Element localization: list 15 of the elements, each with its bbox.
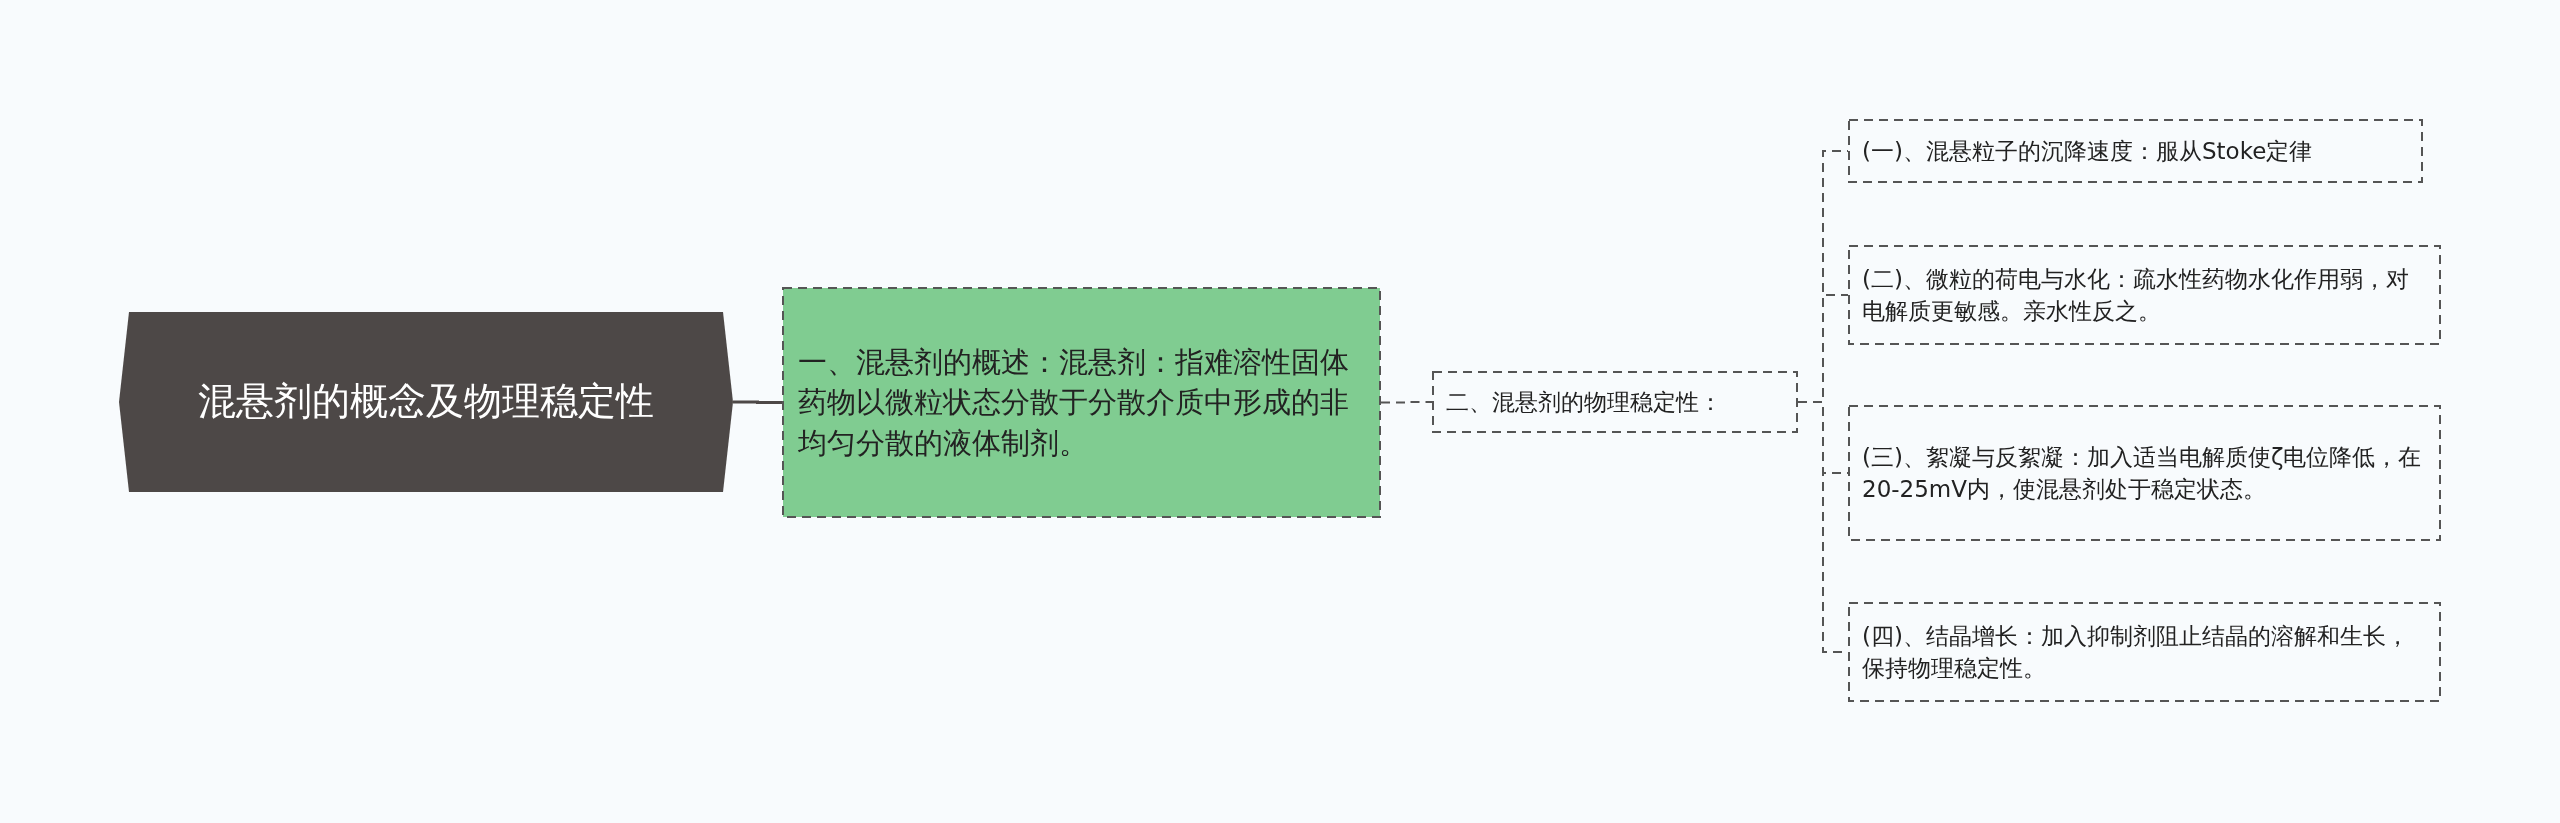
topic-text: (三)、絮凝与反絮凝：加入适当电解质使ζ电位降低，在20-25mV内，使混悬剂处于稳定状态。	[1862, 442, 2423, 504]
topic-text: (二)、微粒的荷电与水化：疏水性药物水化作用弱，对电解质更敏感。亲水性反之。	[1862, 264, 2410, 326]
topic-text: 二、混悬剂的物理稳定性：	[1446, 387, 1722, 417]
topic-box	[1848, 405, 2441, 541]
topic-box	[782, 287, 1381, 518]
topic-text: (一)、混悬粒子的沉降速度：服从Stoke定律	[1862, 136, 2313, 166]
topic-box	[1848, 245, 2441, 345]
topic-text: 一、混悬剂的概述：混悬剂：指难溶性固体药物以微粒状态分散于分散介质中形成的非均匀分散的液体制剂。	[798, 343, 1350, 462]
topic-text: 混悬剂的概念及物理稳定性	[198, 378, 654, 426]
connector	[733, 400, 782, 404]
connector	[1380, 401, 1433, 404]
topic-box	[1848, 602, 2441, 702]
topic-box	[1848, 119, 2423, 183]
topic-box	[1432, 371, 1798, 433]
topic-text: (四)、结晶增长：加入抑制剂阻止结晶的溶解和生长，保持物理稳定性。	[1862, 621, 2410, 683]
